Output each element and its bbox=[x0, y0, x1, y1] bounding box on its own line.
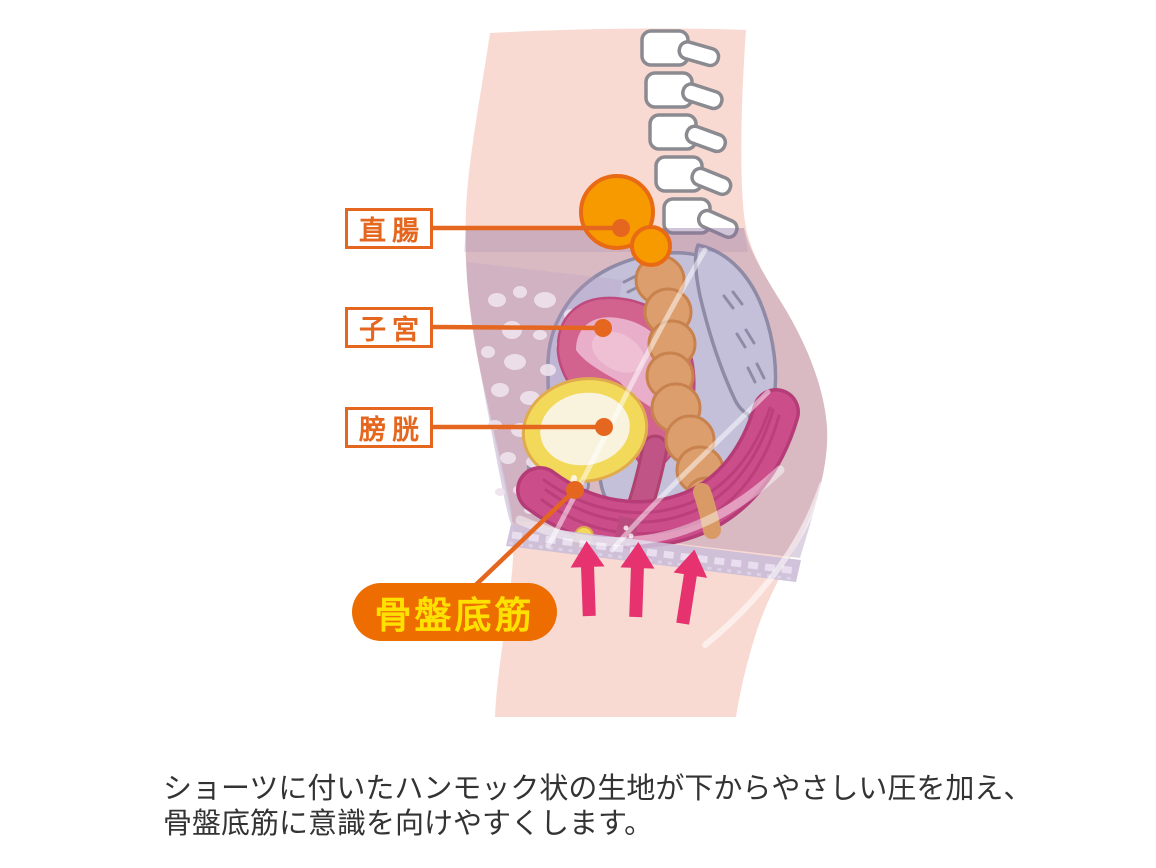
hammock-fabric-lines bbox=[515, 247, 825, 648]
label-pelvic-floor: 骨盤底筋 bbox=[352, 583, 557, 641]
rectum-tube bbox=[634, 254, 728, 520]
label-bladder: 膀胱 bbox=[345, 407, 433, 448]
spine bbox=[640, 29, 739, 239]
up-arrow bbox=[620, 542, 655, 618]
label-rectum: 直腸 bbox=[345, 208, 433, 249]
caption-line-1: ショーツに付いたハンモック状の生地が下からやさしい圧を加え、 bbox=[163, 773, 1033, 805]
up-arrow bbox=[673, 549, 708, 625]
caption-text: ショーツに付いたハンモック状の生地が下からやさしい圧を加え、 骨盤底筋に意識を向… bbox=[163, 772, 1043, 842]
pressure-arrows bbox=[570, 541, 708, 625]
gluteal-fold-line bbox=[702, 482, 825, 648]
callout-dots bbox=[566, 219, 630, 499]
caption-line-2: 骨盤底筋に意識を向けやすくします。 bbox=[163, 808, 654, 840]
up-arrow bbox=[570, 541, 605, 617]
label-uterus: 子宮 bbox=[345, 307, 433, 348]
bone-texture-dashes bbox=[622, 274, 766, 384]
shorts-hem bbox=[506, 524, 801, 582]
callout-leaders bbox=[432, 225, 621, 602]
pelvic-floor-muscle bbox=[516, 388, 800, 548]
